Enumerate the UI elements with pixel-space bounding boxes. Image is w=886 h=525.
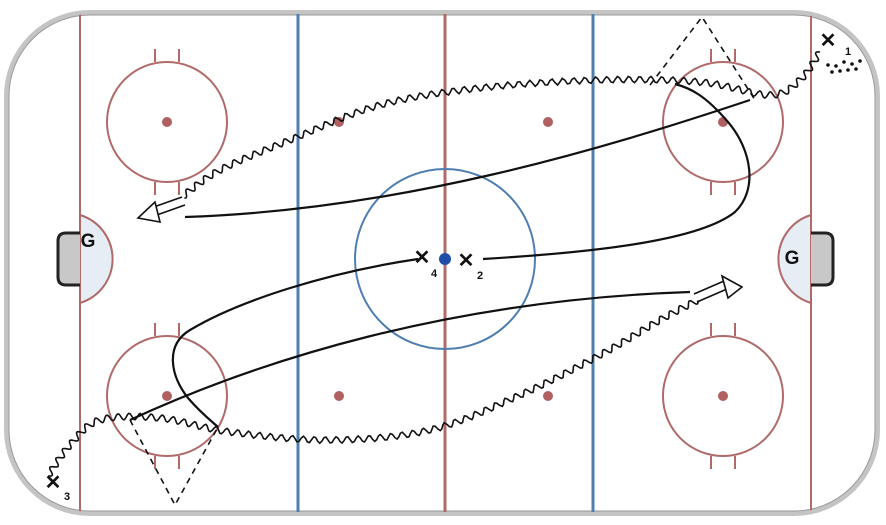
skate-path-player-4 — [171, 257, 419, 428]
player-1: ✕ 1 — [820, 30, 852, 58]
svg-text:✕: ✕ — [458, 250, 475, 272]
svg-text:3: 3 — [64, 491, 70, 503]
puck-carry-player-3 — [47, 299, 699, 477]
skate-path-player-2 — [482, 82, 751, 261]
faceoff-dot — [543, 391, 553, 401]
center-faceoff-dot — [439, 253, 451, 265]
svg-text:✕: ✕ — [820, 30, 837, 52]
pass-lane-bottom — [129, 419, 219, 507]
faceoff-circle-top-right — [662, 49, 784, 195]
shot-arrow-left — [136, 196, 186, 224]
right-goal-crease — [777, 213, 812, 305]
svg-text:✕: ✕ — [414, 247, 431, 269]
right-goalie-label: G — [785, 248, 800, 269]
puck-pile — [826, 59, 862, 74]
faceoff-circle-bottom-right — [662, 323, 784, 469]
svg-text:1: 1 — [845, 46, 851, 58]
puck-carry-player-1 — [184, 51, 821, 199]
left-goal-net — [56, 231, 80, 287]
player-3: ✕ 3 — [45, 472, 71, 503]
faceoff-dot — [334, 117, 344, 127]
svg-text:✕: ✕ — [45, 472, 62, 494]
left-goal-crease — [79, 213, 114, 305]
faceoff-dot — [718, 391, 728, 401]
faceoff-dot — [162, 391, 172, 401]
skate-path-player-1-return — [184, 98, 751, 219]
faceoff-dot — [718, 117, 728, 127]
svg-text:4: 4 — [431, 268, 438, 280]
svg-text:2: 2 — [477, 270, 483, 282]
right-goal-net — [811, 231, 835, 287]
faceoff-dot — [162, 117, 172, 127]
center-circle — [354, 168, 536, 350]
player-2: ✕ 2 — [458, 250, 484, 282]
skate-path-player-3-return — [129, 290, 691, 421]
player-4: ✕ 4 — [414, 247, 438, 280]
faceoff-dot — [543, 117, 553, 127]
faceoff-circle-top-left — [106, 49, 228, 195]
faceoff-dot — [334, 391, 344, 401]
left-goalie-label: G — [81, 231, 96, 252]
faceoff-circle-bottom-left — [106, 323, 228, 469]
shot-arrow-right — [693, 274, 744, 303]
